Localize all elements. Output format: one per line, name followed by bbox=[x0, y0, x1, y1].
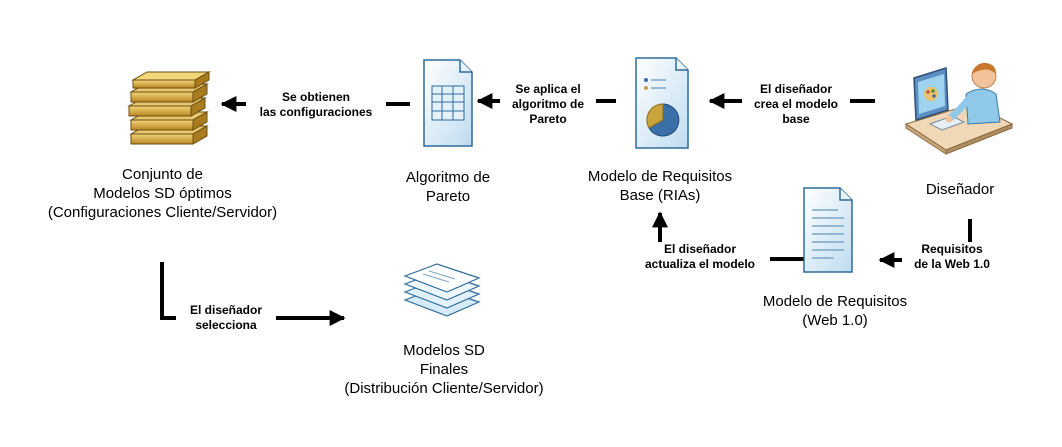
edge-label-pareto-to-conjunto: Se obtienen las configuraciones bbox=[246, 90, 386, 120]
node-label-line: Pareto bbox=[425, 188, 471, 205]
edge-label-designer-to-rias: El diseñador crea el modelo base bbox=[742, 82, 850, 127]
node-label-rias: Modelo de Requisitos Base (RIAs) bbox=[570, 167, 750, 205]
node-label-line: Modelo de Requisitos bbox=[587, 168, 733, 185]
node-label-line: (Configuraciones Cliente/Servidor) bbox=[47, 204, 278, 221]
node-label-pareto: Algoritmo de Pareto bbox=[378, 168, 518, 206]
node-label-finales: Modelos SD Finales (Distribución Cliente… bbox=[330, 341, 558, 398]
edge-label-line: de la Web 1.0 bbox=[914, 257, 990, 271]
edge-label-line: algoritmo de bbox=[511, 97, 584, 111]
node-label-web10: Modelo de Requisitos (Web 1.0) bbox=[745, 292, 925, 330]
person-at-computer-icon bbox=[904, 62, 1014, 155]
node-label-line: (Web 1.0) bbox=[802, 312, 868, 329]
node-label-line: (Distribución Cliente/Servidor) bbox=[344, 380, 544, 397]
document-stack-icon bbox=[403, 263, 481, 317]
edge-label-line: las configuraciones bbox=[259, 105, 373, 119]
edge-label-line: El diseñador bbox=[759, 82, 833, 96]
node-label-conjunto: Conjunto de Modelos SD óptimos (Configur… bbox=[45, 165, 280, 222]
node-label-line: Conjunto de bbox=[122, 166, 203, 183]
node-label-line: Algoritmo de bbox=[405, 169, 491, 186]
books-stack-icon bbox=[127, 71, 211, 145]
node-label-line: Modelos SD bbox=[403, 342, 485, 359]
spreadsheet-document-icon bbox=[423, 59, 473, 147]
edge-label-conjunto-to-finales: El diseñador selecciona bbox=[176, 303, 276, 333]
edge-label-line: actualiza el modelo bbox=[644, 257, 756, 271]
edge-label-line: El diseñador bbox=[663, 242, 737, 256]
edge-label-line: Requisitos bbox=[921, 242, 983, 256]
node-label-line: Modelos SD óptimos bbox=[93, 185, 232, 202]
edge-label-designer-to-web10: Requisitos de la Web 1.0 bbox=[902, 242, 1002, 272]
edge-label-web10-to-rias: El diseñador actualiza el modelo bbox=[630, 242, 770, 272]
node-label-designer: Diseñador bbox=[905, 180, 1015, 199]
node-label-line: Diseñador bbox=[925, 181, 995, 198]
edge-label-line: selecciona bbox=[195, 318, 257, 332]
edge-label-line: crea el modelo bbox=[753, 97, 839, 111]
edge-label-line: El diseñador bbox=[189, 303, 263, 317]
edge-label-line: base bbox=[782, 112, 810, 126]
edge-label-line: Se aplica el bbox=[515, 82, 581, 96]
node-label-line: Modelo de Requisitos bbox=[762, 293, 908, 310]
edge-label-line: Pareto bbox=[529, 112, 567, 126]
text-document-icon bbox=[803, 187, 853, 273]
edge-label-rias-to-pareto: Se aplica el algoritmo de Pareto bbox=[500, 82, 596, 127]
chart-document-icon bbox=[635, 57, 689, 149]
node-label-line: Base (RIAs) bbox=[619, 187, 701, 204]
node-label-line: Finales bbox=[419, 361, 469, 378]
edge-label-line: Se obtienen bbox=[281, 90, 350, 104]
edge-conjunto-to-finales-arrow bbox=[160, 262, 346, 326]
